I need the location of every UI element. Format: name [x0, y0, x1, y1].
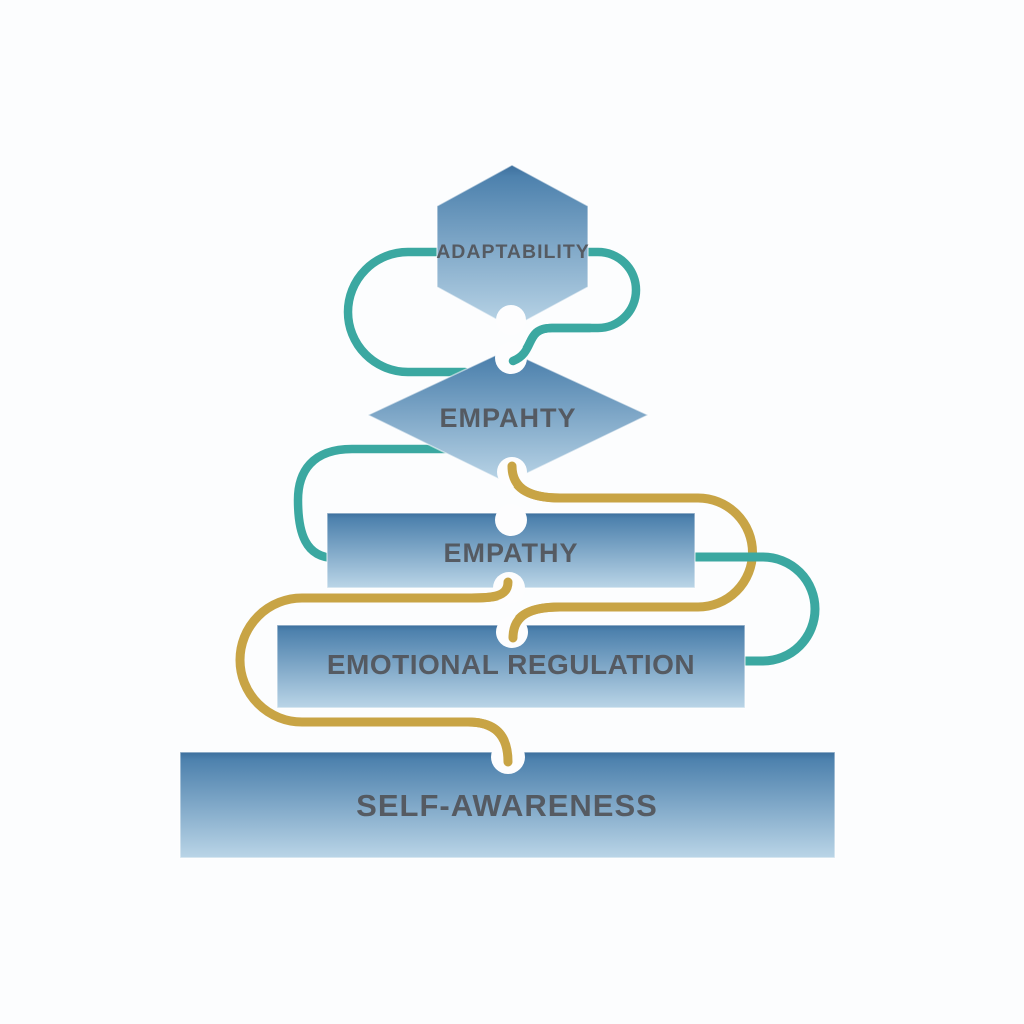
connector-teal-hexagon-loop: [343, 247, 641, 377]
label-emotional-regulation: EMOTIONAL REGULATION: [327, 649, 695, 680]
notch-empathy-top: [495, 504, 527, 536]
label-self-awareness: SELF-AWARENESS: [356, 788, 658, 823]
label-empahty: EMPAHTY: [439, 403, 576, 433]
label-empathy: EMPATHY: [444, 538, 579, 568]
notch-hexagon-bottom: [496, 305, 526, 335]
stub-gold-into-regulation-notch: [508, 602, 605, 643]
stub-teal-into-diamond-notch: [508, 323, 595, 366]
connector-teal-empathy-to-regulation: [689, 552, 820, 666]
connector-teal-diamond-to-empathy: [293, 444, 457, 563]
stub-gold-into-awareness-notch: [425, 717, 513, 767]
stub-gold-from-diamond-notch: [507, 461, 605, 503]
label-adaptability: ADAPTABILITY: [436, 241, 590, 263]
stub-gold-from-empathy-notch: [425, 577, 513, 603]
